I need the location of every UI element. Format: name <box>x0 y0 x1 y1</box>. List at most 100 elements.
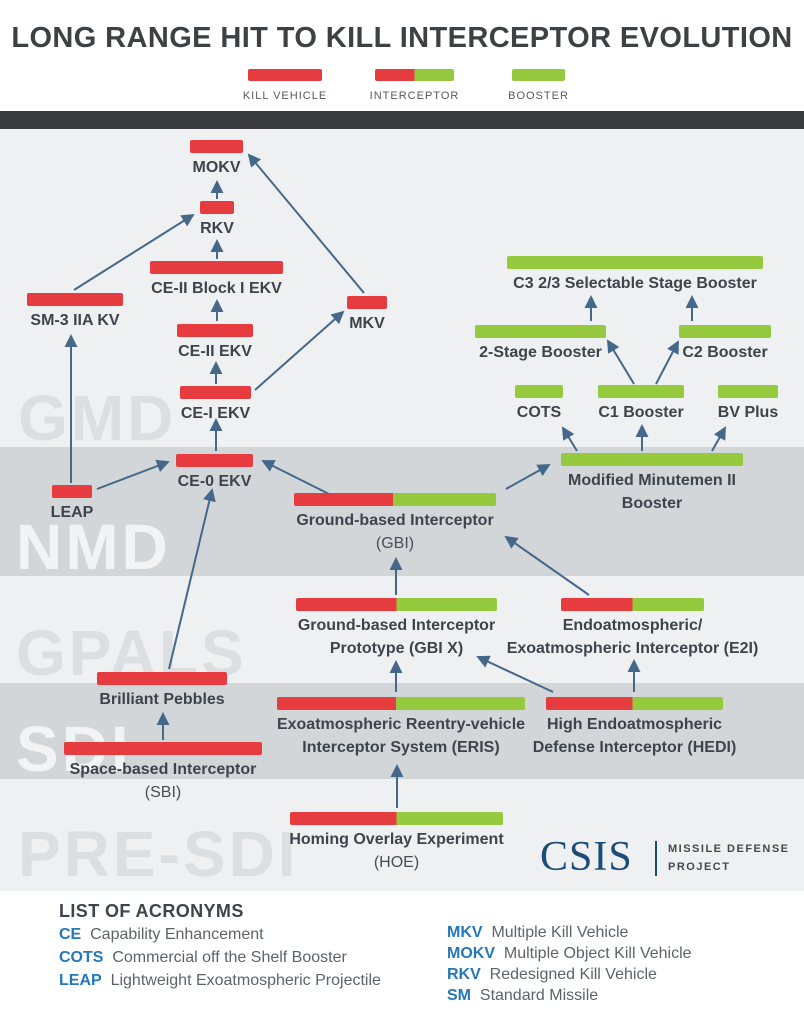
acronym-item-ce: CE Capability Enhancement <box>59 926 381 943</box>
legend-swatch-kv <box>248 69 322 81</box>
e2i-node: Endoatmospheric/Exoatmospheric Intercept… <box>507 598 758 657</box>
cots-node: COTS <box>515 385 563 421</box>
acronym-item-leap: LEAP Lightweight Exoatmospheric Projecti… <box>59 972 381 989</box>
two-stage-booster-label: 2-Stage Booster <box>479 341 602 364</box>
pre-sdi-band <box>0 779 804 891</box>
acronym-abbr: RKV <box>447 966 481 983</box>
e2i-bar <box>561 598 704 611</box>
leap-label: LEAP <box>51 501 94 524</box>
acronym-item-mokv: MOKV Multiple Object Kill Vehicle <box>447 945 692 962</box>
acronym-abbr: MOKV <box>447 945 495 962</box>
ce1-ekv-label-line: CE-I EKV <box>180 405 251 422</box>
csis-logo-wordmark: CSIS <box>540 834 633 880</box>
acronym-definition: Standard Missile <box>471 987 599 1004</box>
c2-booster-label-line: C2 Booster <box>682 344 768 361</box>
rkv-label: RKV <box>200 217 234 240</box>
c1-booster-node: C1 Booster <box>598 385 684 421</box>
leap-label-line: LEAP <box>50 504 94 521</box>
c2-booster-node: C2 Booster <box>679 325 771 361</box>
hoe-bar <box>290 812 503 825</box>
hedi-bar <box>546 697 723 710</box>
mokv-label-line: MOKV <box>192 159 241 176</box>
acronym-abbr: SM <box>447 987 471 1004</box>
ce0-ekv-node: CE-0 EKV <box>176 454 253 490</box>
acronym-item-mkv: MKV Multiple Kill Vehicle <box>447 924 692 941</box>
legend-swatch-interceptor <box>375 69 454 81</box>
sm3-iia-kv-label: SM-3 IIA KV <box>30 309 119 332</box>
acronym-definition: Multiple Kill Vehicle <box>482 924 629 941</box>
ce2-block1-ekv-bar <box>150 261 283 274</box>
mkv-label: MKV <box>349 312 385 335</box>
mkv-node: MKV <box>347 296 387 332</box>
gbi-label: Ground-based Interceptor(GBI) <box>296 509 493 555</box>
leap-bar <box>52 485 92 498</box>
ce2-block1-ekv-label: CE-II Block I EKV <box>151 277 282 300</box>
brilliant-pebbles-node: Brilliant Pebbles <box>97 672 227 708</box>
ce0-ekv-bar <box>176 454 253 467</box>
hoe-label: Homing Overlay Experiment (HOE) <box>289 828 503 874</box>
eris-label-line: Exoatmospheric Reentry-vehicle <box>276 716 526 733</box>
ce1-ekv-node: CE-I EKV <box>180 386 251 422</box>
gbi-bar <box>294 493 496 506</box>
acronym-item-cots: COTS Commercial off the Shelf Booster <box>59 949 381 966</box>
acronym-item-rkv: RKV Redesigned Kill Vehicle <box>447 966 692 983</box>
sm3-iia-kv-bar <box>27 293 123 306</box>
bv-plus-label-line: BV Plus <box>717 404 779 421</box>
ce2-ekv-label: CE-II EKV <box>178 340 252 363</box>
c3-booster-node: C3 2/3 Selectable Stage Booster <box>507 256 763 292</box>
rkv-label-line: RKV <box>200 220 234 237</box>
mokv-node: MOKV <box>190 140 243 176</box>
bv-plus-bar <box>718 385 778 398</box>
brilliant-pebbles-label: Brilliant Pebbles <box>99 688 224 711</box>
cots-label: COTS <box>517 401 561 424</box>
legend-label: KILL VEHICLE <box>242 90 328 102</box>
two-stage-booster-bar <box>475 325 606 338</box>
csis-logo-division-line2: PROJECT <box>668 861 731 873</box>
sbi-label-line: (SBI) <box>144 784 182 801</box>
c1-booster-bar <box>598 385 684 398</box>
acronym-abbr: LEAP <box>59 972 102 989</box>
e2i-label-line: Endoatmospheric/ <box>562 617 703 634</box>
legend-label: BOOSTER <box>508 90 569 102</box>
watermark-gmd: GMD <box>18 382 177 454</box>
ce1-ekv-bar <box>180 386 251 399</box>
mkv-bar <box>347 296 387 309</box>
acronyms-heading: LIST OF ACRONYMS <box>59 901 244 921</box>
ce2-ekv-label-line: CE-II EKV <box>178 343 252 360</box>
hedi-label-line: Defense Interceptor (HEDI) <box>532 739 737 756</box>
c2-booster-label: C2 Booster <box>682 341 767 364</box>
sbi-label: Space-based Interceptor(SBI) <box>70 758 257 804</box>
e2i-label: Endoatmospheric/Exoatmospheric Intercept… <box>507 614 759 660</box>
cots-label-line: COTS <box>516 404 562 421</box>
sbi-bar <box>64 742 262 755</box>
c3-booster-bar <box>507 256 763 269</box>
ce0-ekv-label: CE-0 EKV <box>178 470 252 493</box>
rkv-node: RKV <box>200 201 234 237</box>
page-title: LONG RANGE HIT TO KILL INTERCEPTOR EVOLU… <box>11 22 793 54</box>
modified-minutemen-label-line: Modified Minutemen II <box>568 472 736 489</box>
modified-minutemen-bar <box>561 453 743 466</box>
hoe-label-line: Homing Overlay Experiment <box>289 831 504 848</box>
ce2-ekv-node: CE-II EKV <box>177 324 253 360</box>
gbi-label-line: Ground-based Interceptor <box>296 512 494 529</box>
gbi-x-label-line: Prototype (GBI X) <box>329 640 464 657</box>
ce1-ekv-label: CE-I EKV <box>181 402 250 425</box>
ce2-block1-ekv-label-line: CE-II Block I EKV <box>151 280 282 297</box>
ce0-ekv-label-line: CE-0 EKV <box>177 473 252 490</box>
eris-label-line: Interceptor System (ERIS) <box>302 739 500 756</box>
e2i-label-line: Exoatmospheric Interceptor (E2I) <box>506 640 759 657</box>
hoe-label-line: (HOE) <box>373 854 420 871</box>
mokv-label: MOKV <box>193 156 241 179</box>
ce2-ekv-bar <box>177 324 253 337</box>
legend-label: INTERCEPTOR <box>369 90 460 102</box>
csis-logo-divider <box>655 841 657 876</box>
watermark-pre-sdi: PRE-SDI <box>18 818 299 890</box>
rkv-bar <box>200 201 234 214</box>
